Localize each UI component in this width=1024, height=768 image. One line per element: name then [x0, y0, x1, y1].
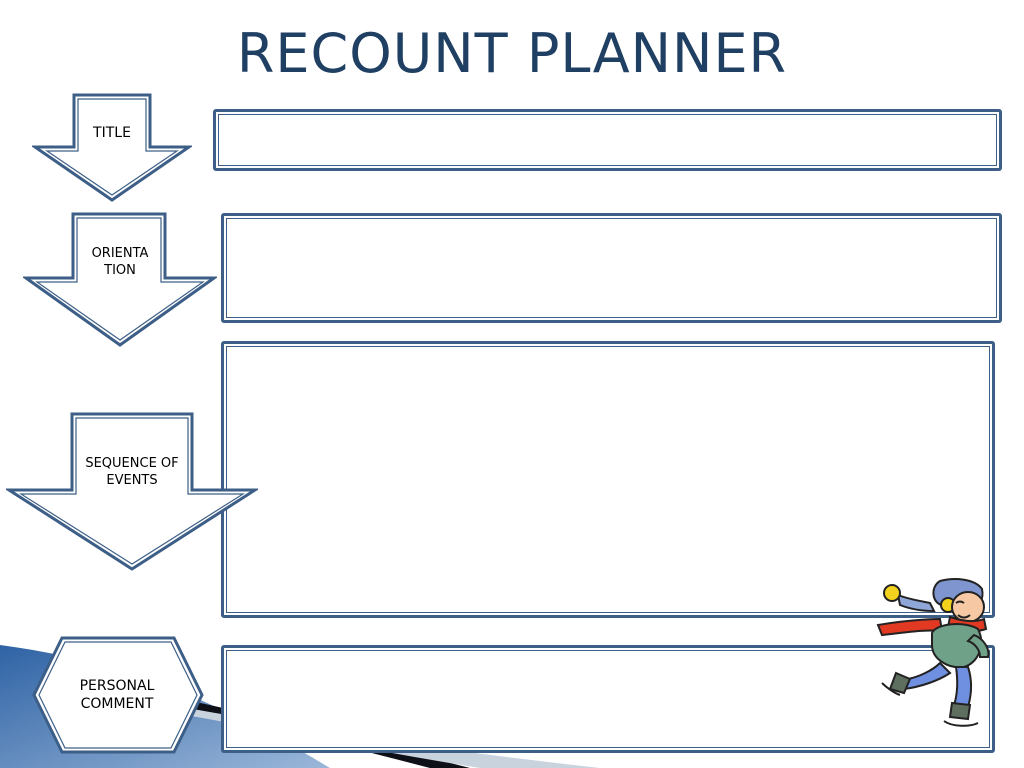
- title-input-box[interactable]: [213, 109, 1002, 171]
- orientation-input-box[interactable]: [221, 213, 1002, 323]
- title-arrow-shape: [32, 93, 192, 203]
- personal-comment-hexagon: [32, 636, 204, 754]
- orientation-label: ORIENTA TION: [91, 246, 149, 278]
- orientation-arrow-shape: [23, 212, 217, 348]
- personal-comment-input-box[interactable]: [221, 645, 995, 753]
- sequence-arrow-shape: [6, 412, 258, 572]
- title-label: TITLE: [93, 125, 131, 141]
- page-title: RECOUNT PLANNER: [236, 22, 788, 85]
- sequence-of-events-label: SEQUENCE OF EVENTS: [85, 456, 179, 488]
- ice-skater-clipart: [876, 578, 990, 727]
- personal-comment-label: PERSONAL COMMENT: [79, 678, 155, 712]
- sequence-of-events-input-box[interactable]: [221, 341, 995, 618]
